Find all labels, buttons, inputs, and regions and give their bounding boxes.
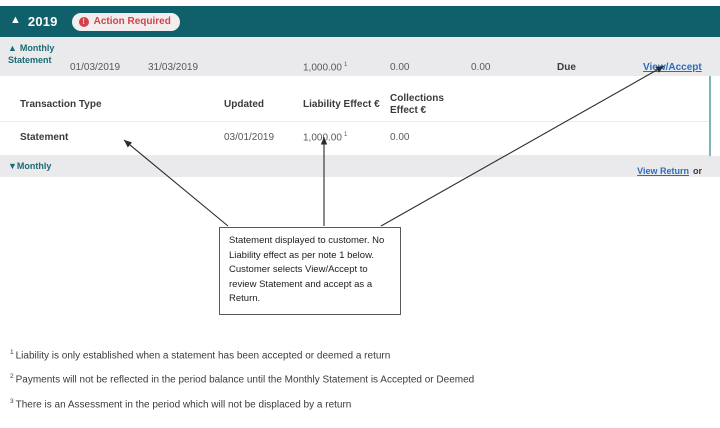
or-label: or xyxy=(693,166,702,176)
transactions-table: Transaction Type Updated Liability Effec… xyxy=(0,76,711,156)
period-start-date: 01/03/2019 xyxy=(70,62,121,73)
chevron-down-icon[interactable]: ▼ xyxy=(8,161,17,171)
summary-balance: 0.00 xyxy=(471,62,491,73)
summary-collections-effect: 0.00 xyxy=(390,62,410,73)
cell-updated: 03/01/2019 xyxy=(224,132,275,143)
year-header-bar[interactable]: ▲ 2019 ! Action Required xyxy=(0,6,720,37)
footnote-text-1: Liability is only established when a sta… xyxy=(15,350,391,362)
annotation-callout-box: Statement displayed to customer. No Liab… xyxy=(219,227,401,315)
monthly-statement-summary-row: ▲Monthly Statement 01/03/2019 31/03/2019… xyxy=(0,37,720,76)
view-return-link[interactable]: View Return xyxy=(637,166,689,176)
view-accept-link[interactable]: View/Accept xyxy=(643,62,702,73)
period-end-date: 31/03/2019 xyxy=(148,62,199,73)
status-badge-label: Action Required xyxy=(93,16,171,27)
monthly-collapsed-row[interactable]: ▼Monthly View Return or xyxy=(0,156,720,177)
footnote-marker-1: 1 xyxy=(10,349,14,356)
column-header-updated: Updated xyxy=(224,99,264,110)
table-header-row: Transaction Type Updated Liability Effec… xyxy=(0,76,709,122)
column-header-collections-effect: Collections Effect € xyxy=(390,93,444,116)
footnote-text-3: There is an Assessment in the period whi… xyxy=(15,398,352,410)
footnote-marker-2: 2 xyxy=(10,373,14,381)
year-label: 2019 xyxy=(27,14,58,29)
monthly-toggle[interactable]: ▼Monthly xyxy=(8,161,51,171)
monthly-toggle-label: Monthly xyxy=(16,161,52,171)
column-header-transaction-type: Transaction Type xyxy=(20,99,102,110)
alert-circle-icon: ! xyxy=(78,16,89,27)
footnote-marker: 1 xyxy=(343,62,348,68)
status-badge: ! Action Required xyxy=(71,12,180,31)
footnote-text-2: Payments will not be reflected in the pe… xyxy=(15,374,475,386)
monthly-row-actions: View Return or xyxy=(637,161,702,179)
cell-collections-effect: 0.00 xyxy=(390,132,410,143)
chevron-up-icon[interactable]: ▲ xyxy=(10,14,21,26)
footnote-marker: 1 xyxy=(343,132,348,138)
monthly-statement-toggle[interactable]: ▲Monthly Statement xyxy=(8,42,70,66)
footnote-marker-3: 3 xyxy=(10,397,14,405)
column-header-liability-effect: Liability Effect € xyxy=(303,99,380,110)
summary-status: Due xyxy=(557,62,576,73)
chevron-up-icon[interactable]: ▲ xyxy=(8,43,17,53)
cell-transaction-type: Statement xyxy=(20,132,69,143)
monthly-statement-toggle-label: Monthly Statement xyxy=(8,43,55,65)
annotation-callout-text: Statement displayed to customer. No Liab… xyxy=(229,235,385,304)
